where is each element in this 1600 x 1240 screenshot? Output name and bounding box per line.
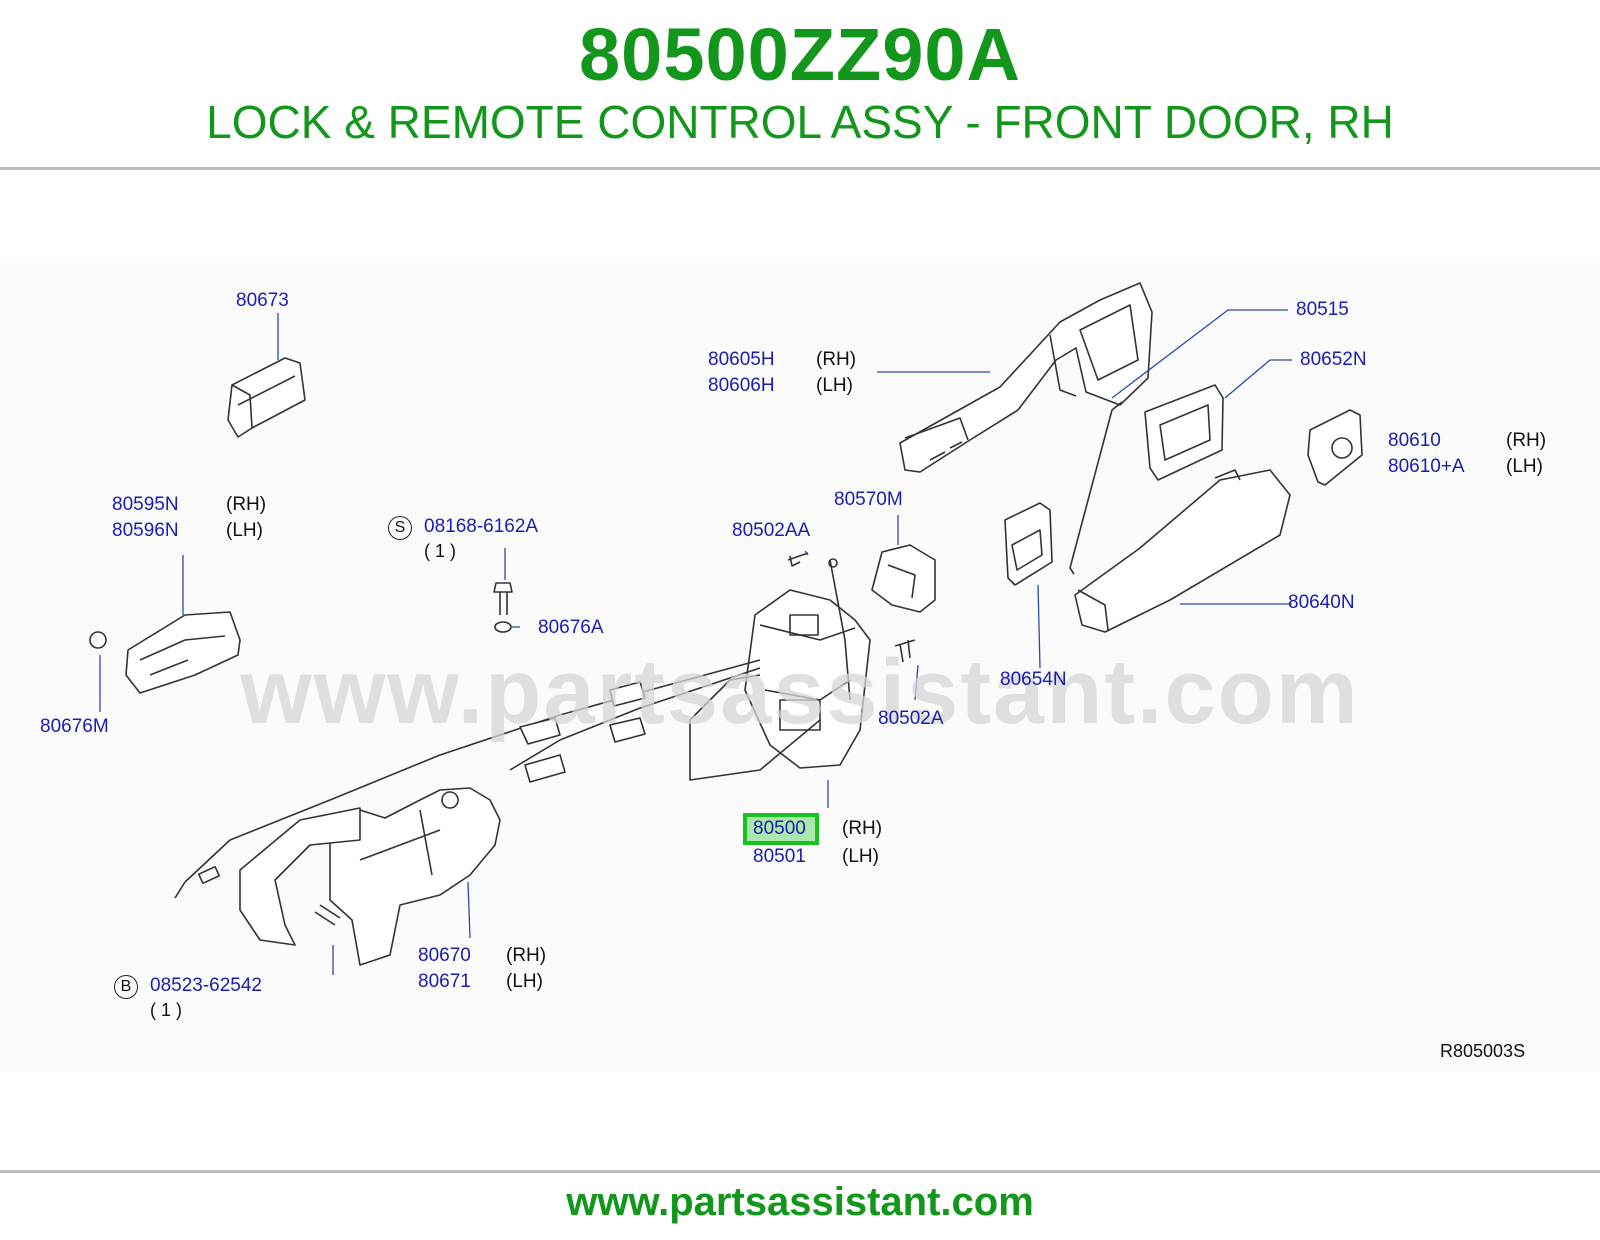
callout-80596N-side: (LH) <box>226 520 263 541</box>
callout-80671[interactable]: 80671 <box>418 971 471 992</box>
selected-part-highlight <box>743 813 819 845</box>
callout-80605H-side: (RH) <box>816 349 857 370</box>
part-description: LOCK & REMOTE CONTROL ASSY - FRONT DOOR,… <box>206 96 1394 148</box>
callout-08523-62542[interactable]: 08523-62542 <box>150 975 262 996</box>
callout-80502AA[interactable]: 80502AA <box>732 520 811 541</box>
part-80502AA-screw <box>787 552 809 567</box>
callout-80606H[interactable]: 80606H <box>708 375 775 396</box>
diagram-reference: R805003S <box>1440 1041 1526 1061</box>
part-80502A-screw <box>894 639 916 663</box>
callout-08168-qty: ( 1 ) <box>424 541 457 561</box>
part-80610-drawing <box>1307 409 1363 486</box>
callout-80515[interactable]: 80515 <box>1296 299 1349 320</box>
footer-url[interactable]: www.partsassistant.com <box>566 1180 1034 1224</box>
callout-80501[interactable]: 80501 <box>753 846 806 867</box>
callout-80596N[interactable]: 80596N <box>112 520 179 541</box>
part-80673-drawing <box>227 357 306 438</box>
callout-80500-side: (RH) <box>842 818 883 839</box>
callout-08523-qty: ( 1 ) <box>150 1000 183 1020</box>
header-divider <box>0 167 1600 170</box>
part-80670-lever <box>239 787 501 966</box>
part-08168-bolt <box>493 582 513 615</box>
part-80676A-ring <box>494 621 512 633</box>
callout-80610[interactable]: 80610 <box>1388 430 1441 451</box>
callout-80502A[interactable]: 80502A <box>878 708 944 729</box>
callout-80606H-side: (LH) <box>816 375 853 396</box>
callout-80605H[interactable]: 80605H <box>708 349 775 370</box>
part-80570M-drawing <box>871 544 936 613</box>
callout-80670[interactable]: 80670 <box>418 945 471 966</box>
callout-80676M[interactable]: 80676M <box>40 716 109 737</box>
callout-80610A[interactable]: 80610+A <box>1388 456 1465 477</box>
part-80654N-drawing <box>1004 502 1053 586</box>
page-header: 80500ZZ90A LOCK & REMOTE CONTROL ASSY - … <box>0 0 1600 170</box>
part-80500-lock-drawing <box>744 558 871 769</box>
part-80515-rod <box>1069 401 1123 575</box>
callout-80501-side: (LH) <box>842 846 879 867</box>
part-80652N-drawing <box>1144 384 1224 481</box>
callout-80671-side: (LH) <box>506 971 543 992</box>
callout-80595N-side: (RH) <box>226 494 267 515</box>
watermark-text: www.partsassistant.com <box>240 641 1360 743</box>
callout-08168-6162A[interactable]: 08168-6162A <box>424 516 539 537</box>
cable-assembly <box>174 659 821 899</box>
part-80595N-drawing <box>125 611 241 694</box>
callout-80610A-side: (LH) <box>1506 456 1543 477</box>
callout-80654N[interactable]: 80654N <box>1000 669 1067 690</box>
s-marker: S <box>388 516 412 540</box>
callout-80652N[interactable]: 80652N <box>1300 349 1367 370</box>
callout-80570M[interactable]: 80570M <box>834 489 903 510</box>
footer-divider <box>0 1170 1600 1173</box>
leader-lines <box>99 309 1292 975</box>
part-80676M-clip <box>89 631 107 649</box>
callout-80640N[interactable]: 80640N <box>1288 592 1355 613</box>
callout-80670-side: (RH) <box>506 945 547 966</box>
part-80605H-drawing <box>899 282 1153 473</box>
part-number-title: 80500ZZ90A <box>579 13 1021 96</box>
callout-80595N[interactable]: 80595N <box>112 494 179 515</box>
callout-80500[interactable]: 80500 <box>753 818 806 839</box>
callout-80610-side: (RH) <box>1506 430 1547 451</box>
part-80640N-drawing <box>1074 469 1291 633</box>
callout-80676A[interactable]: 80676A <box>538 617 604 638</box>
callout-80673[interactable]: 80673 <box>236 290 289 311</box>
b-marker: B <box>114 975 138 999</box>
